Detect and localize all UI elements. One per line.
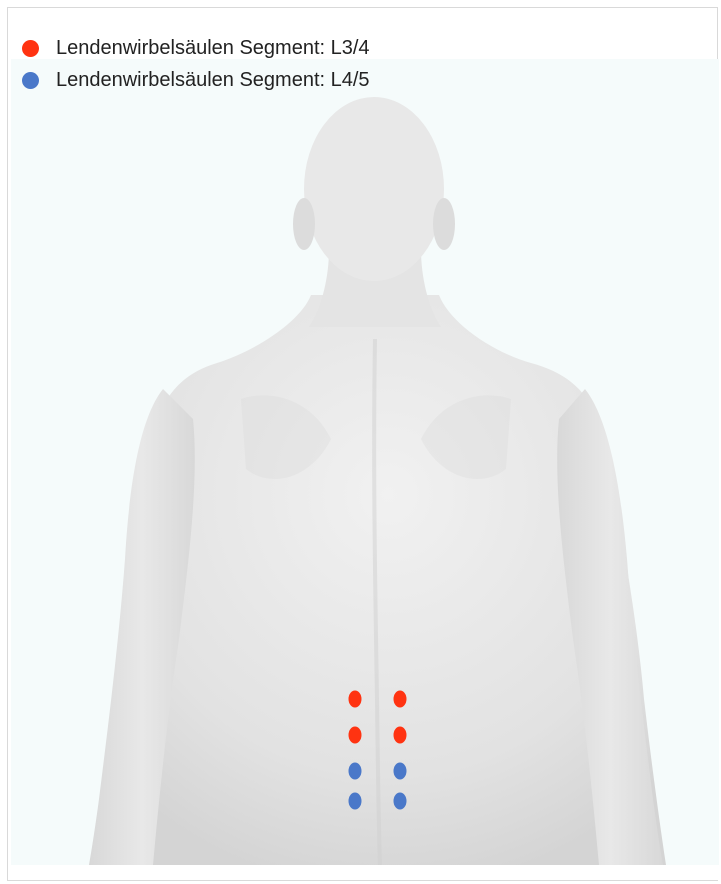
marker-L3-4-right — [394, 691, 407, 708]
legend-label: Lendenwirbelsäulen Segment: L3/4 — [56, 37, 370, 60]
marker-L3-4-left — [349, 691, 362, 708]
body-figure — [11, 59, 719, 865]
head-shape — [304, 97, 444, 281]
left-ear-shape — [293, 198, 315, 250]
legend-dot-red — [22, 40, 39, 57]
legend-dot-blue — [22, 72, 39, 89]
marker-L3-4-left — [349, 727, 362, 744]
marker-L4-5-left — [349, 793, 362, 810]
legend: Lendenwirbelsäulen Segment: L3/4 Lendenw… — [22, 32, 370, 96]
legend-item-l3-4: Lendenwirbelsäulen Segment: L3/4 — [22, 32, 370, 64]
marker-L3-4-right — [394, 727, 407, 744]
legend-label: Lendenwirbelsäulen Segment: L4/5 — [56, 69, 370, 92]
marker-L4-5-right — [394, 793, 407, 810]
bottom-margin — [8, 865, 718, 880]
legend-item-l4-5: Lendenwirbelsäulen Segment: L4/5 — [22, 64, 370, 96]
anatomy-illustration — [11, 59, 719, 865]
right-ear-shape — [433, 198, 455, 250]
marker-L4-5-right — [394, 763, 407, 780]
marker-L4-5-left — [349, 763, 362, 780]
